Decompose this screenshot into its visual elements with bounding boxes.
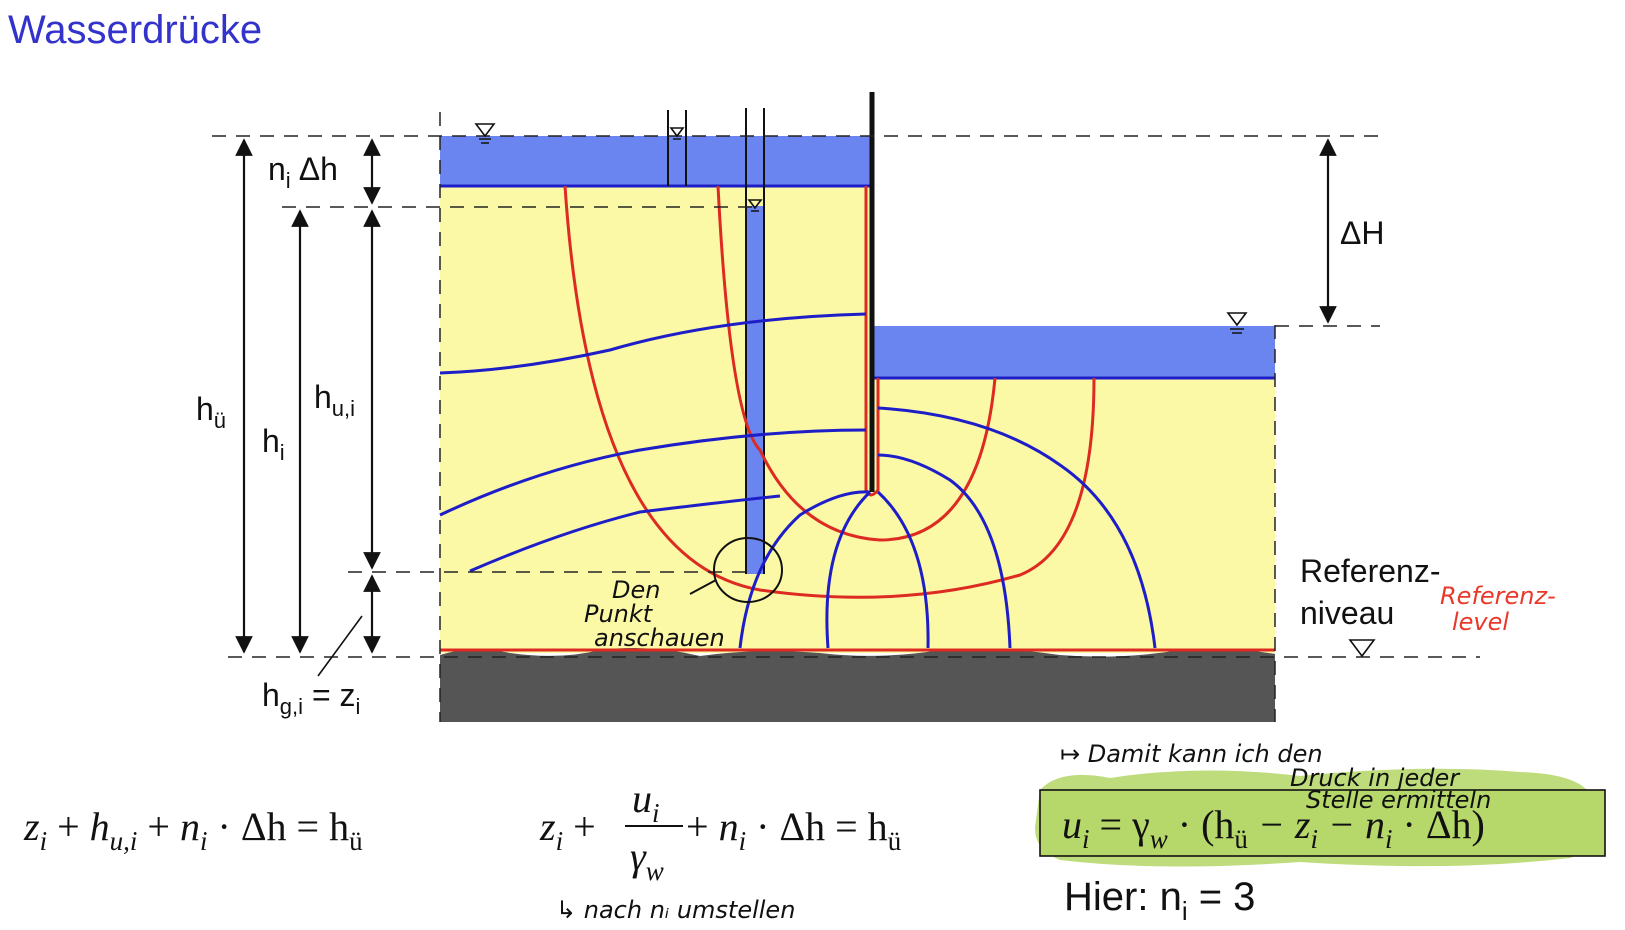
label-hi: hi	[262, 423, 285, 465]
flowline-3	[864, 186, 880, 497]
water-level-symbols	[474, 123, 1376, 658]
equipot-6	[876, 490, 930, 649]
equipotential-lines	[439, 312, 1157, 649]
label-hue: hü	[196, 391, 226, 433]
formula-result: ui = γw · (hü − zi − ni · Δh)	[1062, 802, 1485, 854]
label-referenz: Referenz-	[1300, 553, 1441, 589]
equipot-8	[877, 406, 1157, 649]
equipot-4	[738, 490, 871, 649]
equipot-3	[469, 494, 781, 573]
soil-left	[440, 186, 870, 653]
label-niveau: niveau	[1300, 595, 1394, 631]
equipot-2	[439, 428, 867, 517]
formula-2-numerator: ui	[632, 776, 660, 828]
label-hgi: hg,i = zi	[262, 677, 360, 719]
wl-symbol-2	[669, 127, 685, 140]
equipot-5	[825, 490, 872, 649]
leader-zi	[317, 615, 363, 677]
hand-result-1: ↦ Damit kann ich den	[1060, 740, 1323, 768]
svg-text:zi +: zi +	[539, 804, 596, 856]
flowline-1	[563, 185, 1096, 599]
result-box	[1039, 789, 1606, 857]
hand-point-3: anschauen	[594, 624, 725, 652]
formula-2: zi + ui γw + ni · Δh = hü	[539, 776, 902, 886]
formula-1: zi + hu,i + ni · Δh = hü	[23, 804, 363, 856]
hand-result-2: Druck in jeder	[1290, 764, 1461, 792]
handwritten-circle	[713, 537, 783, 603]
handwritten-pointer	[689, 579, 717, 595]
hand-solve: ↳ nach nᵢ umstellen	[556, 896, 795, 924]
page-title: Wasserdrücke	[8, 8, 263, 52]
equipot-1	[439, 312, 867, 375]
hand-result-3: Stelle ermitteln	[1306, 786, 1491, 814]
wl-symbol-4	[1226, 312, 1248, 334]
rock-layer	[440, 648, 1275, 722]
hier-ni: Hier: ni = 3	[1064, 875, 1255, 926]
hand-ref-red-2: level	[1452, 608, 1509, 636]
standpipe-2-water	[746, 206, 764, 574]
dimension-arrows	[235, 138, 1337, 677]
wl-symbol-3	[747, 199, 763, 212]
water-upstream	[440, 136, 870, 186]
wl-symbol-1	[474, 123, 496, 144]
wl-symbol-ref	[1348, 639, 1376, 658]
svg-text:+ ni · Δh = hü: + ni · Δh = hü	[686, 804, 902, 856]
label-dH: ΔH	[1340, 215, 1384, 251]
hand-point-2: Punkt	[584, 600, 654, 628]
water-downstream	[874, 326, 1275, 378]
hand-ref-red-1: Referenz-	[1440, 582, 1556, 610]
formula-2-denominator: γw	[630, 834, 664, 886]
equipot-7	[877, 453, 1012, 649]
hand-point-1: Den	[612, 576, 660, 604]
label-hui: hu,i	[314, 379, 355, 421]
reference-lines	[212, 112, 1480, 722]
